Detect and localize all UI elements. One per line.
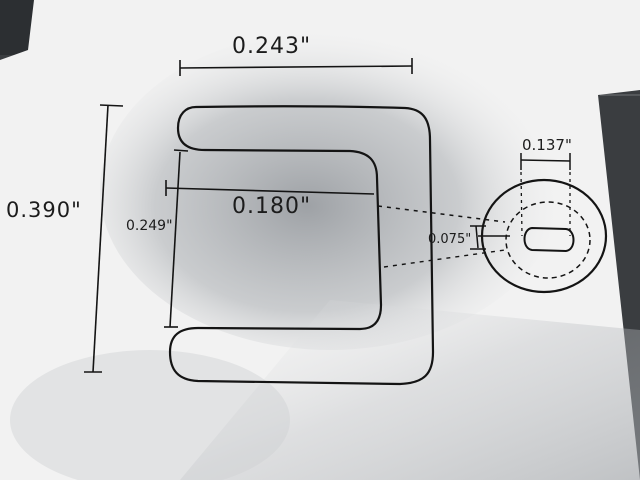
slot-depth-label: 0.180" <box>232 194 312 219</box>
lower-shadow-region <box>180 300 640 480</box>
slot-depth-dimension <box>165 180 375 196</box>
end-view-hole <box>523 226 575 253</box>
end-view-outer-ellipse <box>480 178 608 294</box>
end-view-inner-dashed-ellipse <box>505 201 591 279</box>
hole-width-dimension <box>520 153 571 170</box>
thickness-label: 0.075" <box>428 232 472 247</box>
overall-width-dimension <box>179 58 413 76</box>
slot-height-label: 0.249" <box>126 218 173 234</box>
overall-height-dimension <box>84 104 124 373</box>
overall-height-label: 0.390" <box>6 198 82 222</box>
overall-width-label: 0.243" <box>232 34 312 59</box>
clip-profile-outline <box>168 105 435 386</box>
shadow-region <box>100 30 560 350</box>
slot-height-dimension <box>164 149 189 328</box>
hole-width-label: 0.137" <box>522 136 572 154</box>
